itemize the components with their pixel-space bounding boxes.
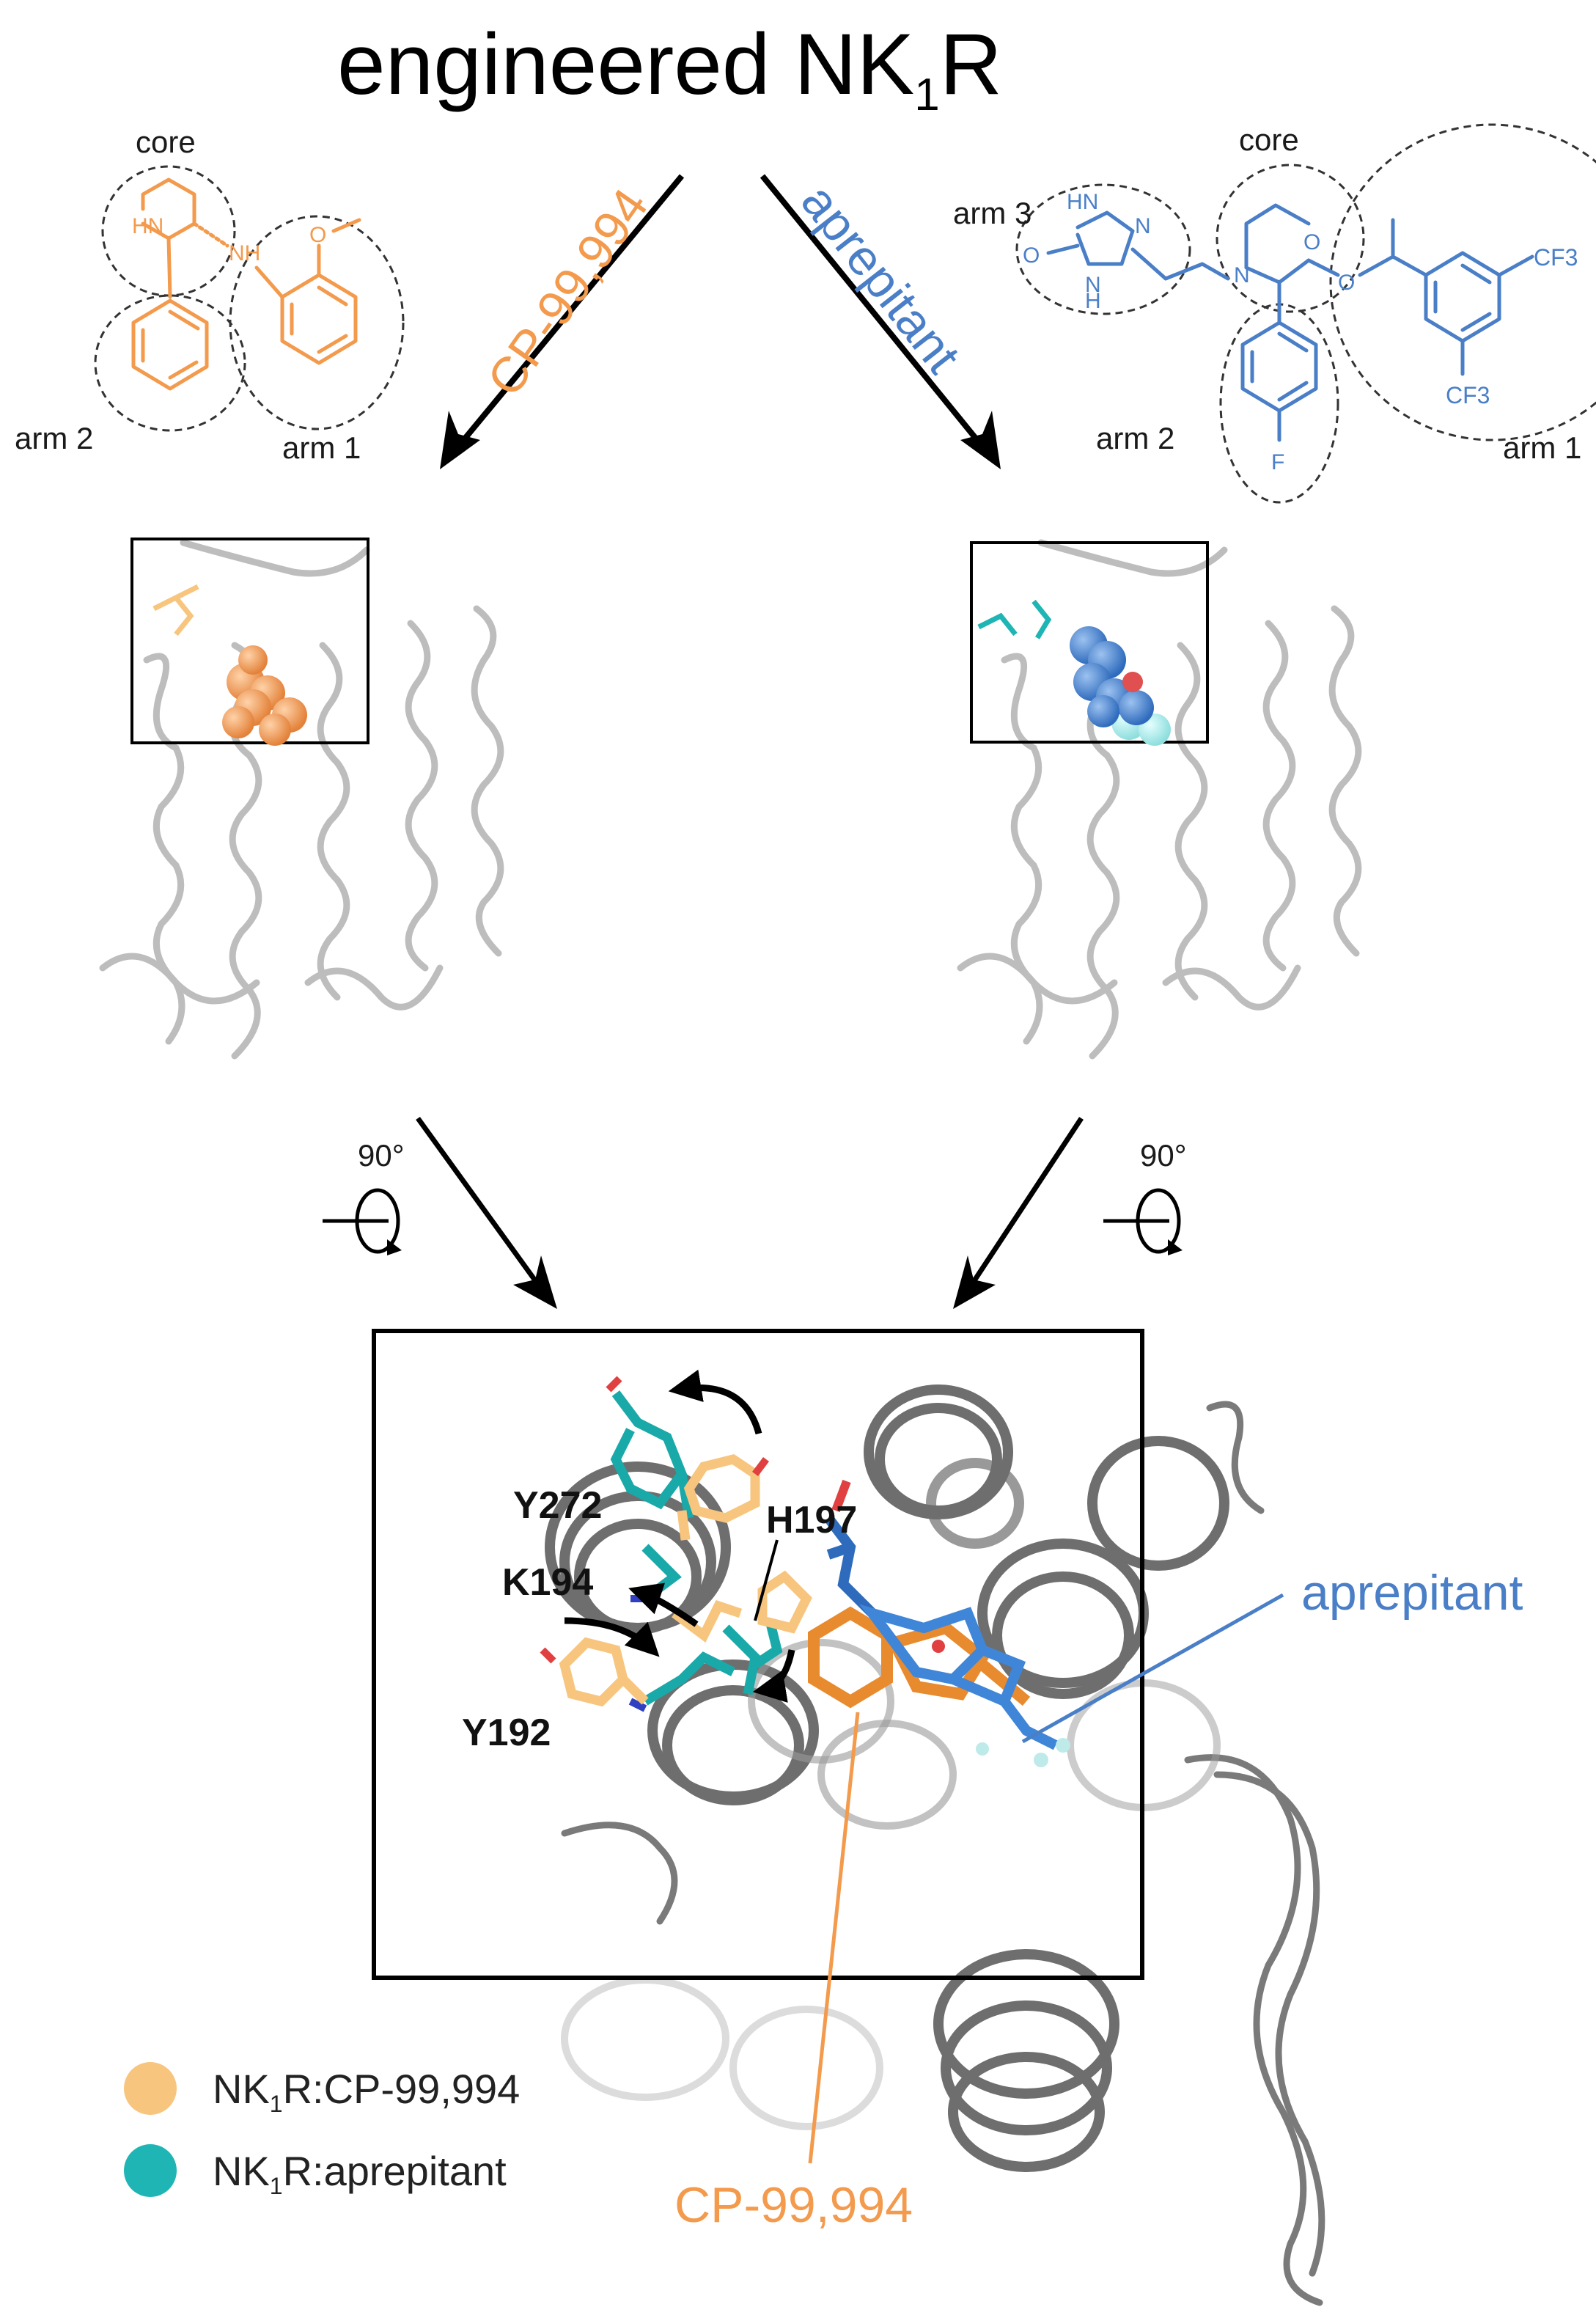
rotation-left-icon	[355, 1188, 400, 1254]
cp-arm1-region	[229, 215, 405, 430]
arrow-to-aprepitant	[760, 174, 1001, 469]
svg-text:HN: HN	[1067, 190, 1098, 214]
cp-arm2-label: arm 2	[15, 421, 93, 455]
residue-y192: Y192	[462, 1712, 551, 1754]
ap-arm3-region	[1015, 183, 1191, 315]
cp-core-label: core	[136, 125, 196, 159]
ap-core-region	[1216, 164, 1365, 313]
arrow-label-aprepitant: aprepitant	[790, 174, 971, 383]
svg-text:N: N	[1135, 214, 1151, 238]
receptor-aprepitant	[957, 539, 1362, 1060]
rotation-right: 90°	[953, 1117, 1187, 1309]
svg-text:O: O	[1303, 230, 1320, 254]
residue-h197: H197	[766, 1499, 857, 1541]
svg-text:H: H	[1085, 289, 1101, 313]
ap-arm1-region	[1329, 123, 1596, 441]
ligand-label-aprepitant: aprepitant	[1301, 1565, 1523, 1621]
svg-text:CF3: CF3	[1534, 244, 1578, 271]
topdown-box	[372, 1329, 1144, 1980]
svg-text:O: O	[1023, 243, 1040, 268]
legend: NK1R:CP-99,994 NK1R:aprepitant	[124, 2062, 520, 2199]
svg-text:O: O	[309, 223, 326, 247]
receptor-cp99994	[99, 538, 504, 1060]
svg-text:NK1R:CP-99,994: NK1R:CP-99,994	[213, 2066, 520, 2117]
rotation-right-label: 90°	[1140, 1138, 1187, 1173]
svg-text:N: N	[1085, 273, 1101, 297]
svg-text:O: O	[1338, 271, 1355, 295]
rotation-right-icon	[1136, 1188, 1181, 1254]
svg-text:NK1R:aprepitant: NK1R:aprepitant	[213, 2148, 507, 2199]
svg-text:F: F	[1271, 450, 1284, 474]
svg-text:NH: NH	[229, 241, 260, 265]
cp-arm2-region	[94, 294, 246, 432]
svg-text:N: N	[1234, 263, 1250, 287]
legend-item-cp99994: NK1R:CP-99,994	[124, 2062, 520, 2117]
figure-title: engineered NK1R	[337, 16, 1002, 120]
ap-arm3-label: arm 3	[953, 196, 1031, 230]
arrow-to-cp99994	[440, 174, 685, 469]
ligand-label-cp99994: CP-99,994	[674, 2177, 913, 2233]
ap-binding-site-box	[970, 541, 1209, 744]
rotation-left-label: 90°	[358, 1138, 405, 1173]
cp99994-structure: core arm 2 arm 1 HN NH O	[15, 125, 405, 465]
cp-binding-site-box	[130, 538, 369, 744]
legend-item-aprepitant: NK1R:aprepitant	[124, 2144, 507, 2199]
ap-arm2-label: arm 2	[1096, 421, 1174, 455]
ap-arm1-label: arm 1	[1503, 430, 1581, 465]
residue-y272: Y272	[513, 1484, 602, 1527]
cp-arm1-label: arm 1	[282, 430, 361, 465]
residue-k194: K194	[502, 1561, 593, 1604]
topdown-view: Y272 H197 K194 Y192 aprepitant CP-99,994	[372, 1329, 1523, 2306]
legend-swatch-aprepitant	[124, 2144, 177, 2197]
svg-text:CF3: CF3	[1446, 382, 1490, 408]
ap-core-label: core	[1239, 122, 1299, 157]
rotation-left: 90°	[323, 1116, 557, 1309]
svg-text:HN: HN	[132, 214, 163, 238]
aprepitant-structure: arm 3 core arm 2 arm 1 HN N O N H N O F …	[953, 122, 1596, 504]
arrow-label-cp99994: CP-99,994	[477, 179, 659, 406]
legend-swatch-cp99994	[124, 2062, 177, 2115]
